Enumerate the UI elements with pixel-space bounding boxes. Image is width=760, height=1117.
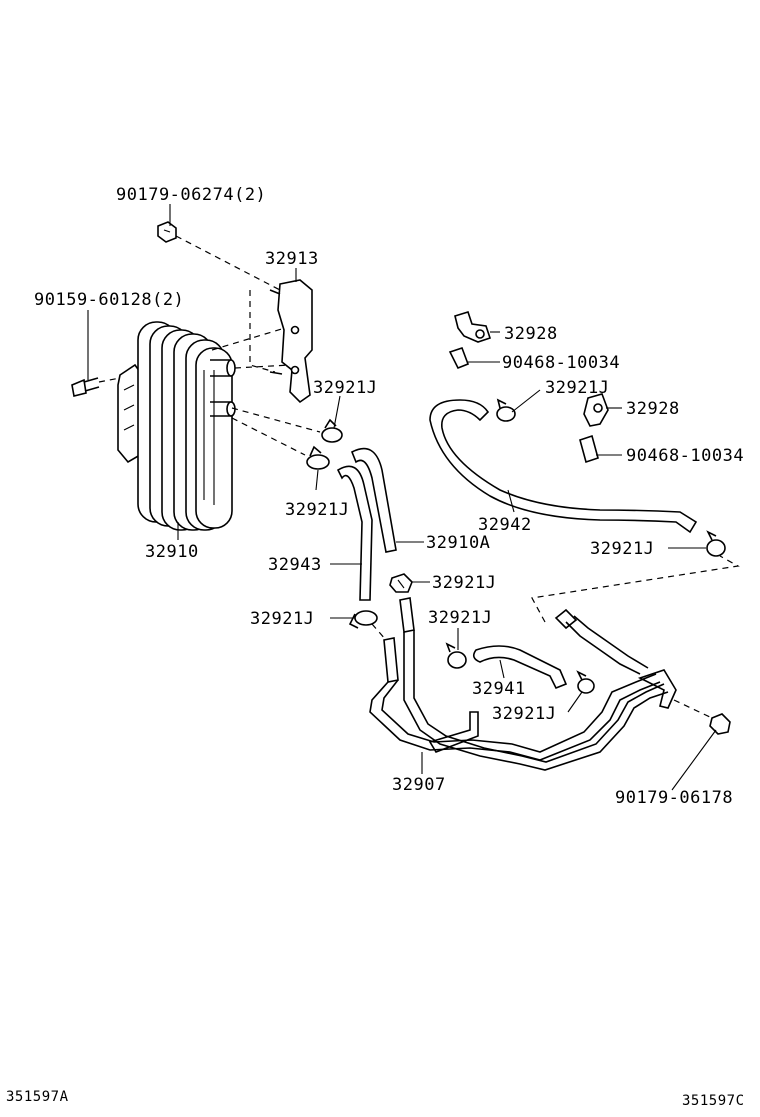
label-clamp-lower-left: 32921J	[285, 500, 349, 520]
label-nut-right: 90179-06178	[615, 788, 733, 808]
label-clamp-right: 32921J	[590, 539, 654, 559]
bolt-left-icon	[71, 377, 100, 397]
oil-cooler	[117, 321, 236, 531]
clamp-lower-left-icon	[306, 445, 330, 470]
hose-941	[472, 645, 568, 690]
label-bolt-clip-top: 90468-10034	[502, 353, 620, 373]
label-cooler: 32910	[145, 542, 199, 562]
clip-top-icon	[454, 311, 492, 343]
label-clamp-left: 32921J	[250, 609, 314, 629]
ref-code-right: 351597C	[682, 1093, 745, 1109]
label-clip-top: 32928	[504, 324, 558, 344]
label-bracket: 32913	[265, 249, 319, 269]
label-clip-right: 32928	[626, 399, 680, 419]
clip-right-icon	[583, 393, 609, 427]
label-clamp-upper: 32921J	[313, 378, 377, 398]
clamp-upper-icon	[321, 418, 343, 443]
pipe-assembly	[369, 597, 677, 771]
label-clamp-mid: 32921J	[432, 573, 496, 593]
ref-code-left: 351597A	[6, 1089, 69, 1105]
hose-943	[336, 465, 373, 601]
part-labels: 90179-06274(2) 32913 90159-60128(2) 3292…	[6, 185, 745, 1109]
bolt-clip-top-icon	[448, 346, 470, 370]
clamp-lower-center-icon	[576, 670, 595, 694]
label-hose-941: 32941	[472, 679, 526, 699]
label-hose-910a: 32910A	[426, 533, 490, 553]
label-pipe: 32907	[392, 775, 446, 795]
clamp-hose942-icon	[496, 398, 516, 422]
bracket	[269, 279, 313, 404]
label-bolt-left: 90159-60128(2)	[34, 290, 184, 310]
label-clamp-lower-center: 32921J	[492, 704, 556, 724]
label-hose-942: 32942	[478, 515, 532, 535]
clamp-mid-icon	[389, 573, 413, 593]
label-bolt-clip-right: 90468-10034	[626, 446, 744, 466]
label-clamp-hose942: 32921J	[545, 378, 609, 398]
hose-910a	[350, 447, 397, 553]
label-clamp-center: 32921J	[428, 608, 492, 628]
leader-lines	[87, 204, 717, 791]
bolt-clip-right-icon	[579, 434, 599, 464]
clamp-center-icon	[445, 642, 467, 669]
hose-942	[429, 399, 698, 534]
clamp-right-icon	[706, 530, 726, 557]
label-bolt-top: 90179-06274(2)	[116, 185, 266, 205]
label-hose-943: 32943	[268, 555, 322, 575]
bolt-top-icon	[157, 221, 177, 243]
nut-right-icon	[709, 713, 731, 735]
